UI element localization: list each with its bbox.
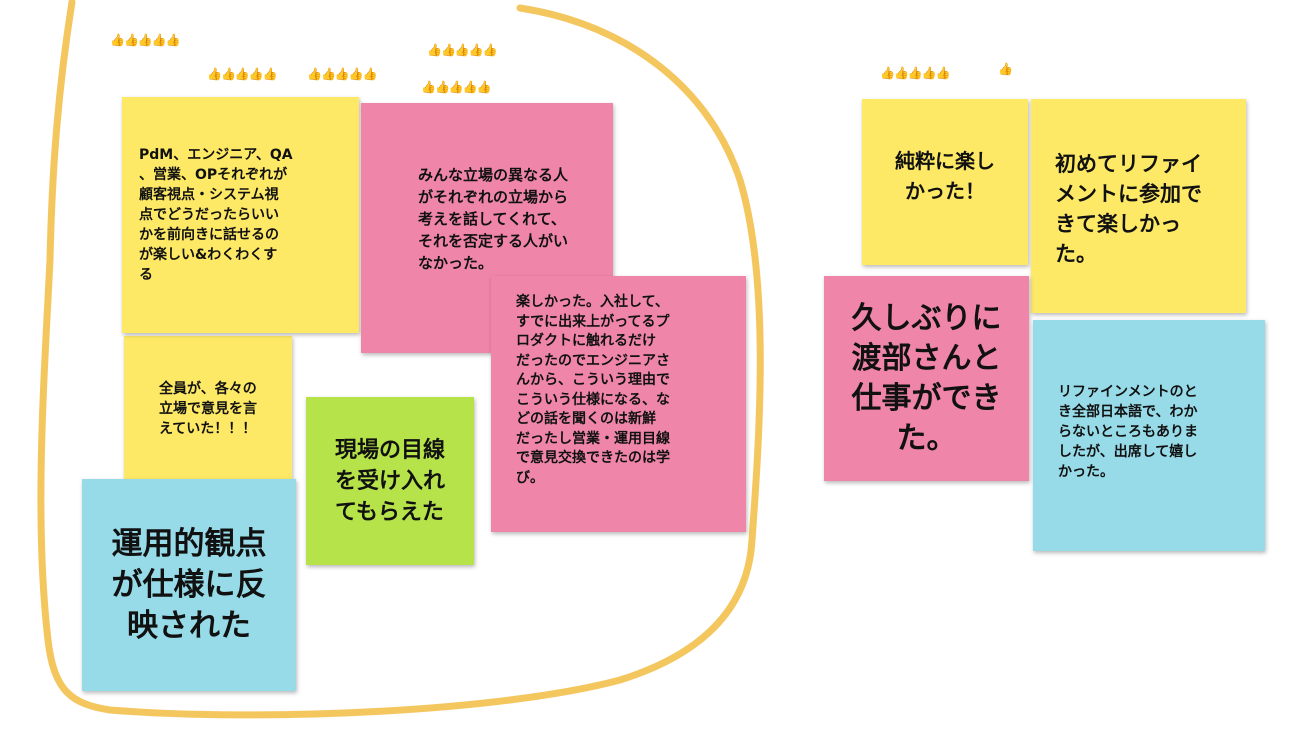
note-text: 初めてリファイ メントに参加で きて楽しかっ た。 (1055, 152, 1202, 266)
votes-6: 👍👍👍👍👍 (880, 66, 951, 80)
votes-4: 👍👍👍👍👍 (427, 43, 498, 57)
note-text: 楽しかった。入社して、 すでに出来上がってるプ ロダクトに触れるだけ だったので… (516, 294, 670, 486)
sticky-note[interactable]: 運用的観点 が仕様に反 映された (82, 479, 296, 691)
note-text: 現場の目線 を受け入れ てもらえた (334, 437, 445, 525)
note-text: 純粋に楽し かった！ (895, 149, 995, 203)
sticky-note[interactable]: PdM、エンジニア、QA 、営業、OPそれぞれが 顧客視点・システム視 点でどう… (122, 97, 359, 333)
sticky-note[interactable]: 全員が、各々の 立場で意見を言 えていた！！！ (124, 336, 292, 482)
sticky-note[interactable]: リファインメントのと き全部日本語で、わか らないところもありま したが、出席し… (1033, 320, 1265, 551)
sticky-note[interactable]: 現場の目線 を受け入れ てもらえた (306, 397, 474, 565)
sticky-note[interactable]: 楽しかった。入社して、 すでに出来上がってるプ ロダクトに触れるだけ だったので… (491, 276, 746, 532)
note-text: PdM、エンジニア、QA 、営業、OPそれぞれが 顧客視点・システム視 点でどう… (139, 147, 293, 283)
note-text: みんな立場の異なる人 がそれぞれの立場から 考えを話してくれて、 それを否定する… (417, 166, 568, 272)
votes-5: 👍👍👍👍👍 (421, 80, 492, 94)
note-text: 久しぶりに 渡部さんと 仕事ができ た。 (851, 300, 1002, 456)
note-text: リファインメントのと き全部日本語で、わか らないところもありま したが、出席し… (1058, 383, 1198, 480)
note-text: 全員が、各々の 立場で意見を言 えていた！！！ (159, 381, 257, 437)
votes-8: 👍 (998, 62, 1013, 76)
votes-2: 👍👍👍👍👍 (207, 67, 278, 81)
sticky-note[interactable]: 純粋に楽し かった！ (862, 99, 1028, 265)
note-text: 運用的観点 が仕様に反 映された (111, 525, 267, 644)
sticky-note[interactable]: 久しぶりに 渡部さんと 仕事ができ た。 (824, 276, 1029, 481)
sticky-note[interactable]: 初めてリファイ メントに参加で きて楽しかっ た。 (1031, 99, 1246, 313)
votes-3: 👍👍👍👍👍 (307, 67, 378, 81)
votes-1: 👍👍👍👍👍 (110, 33, 181, 47)
